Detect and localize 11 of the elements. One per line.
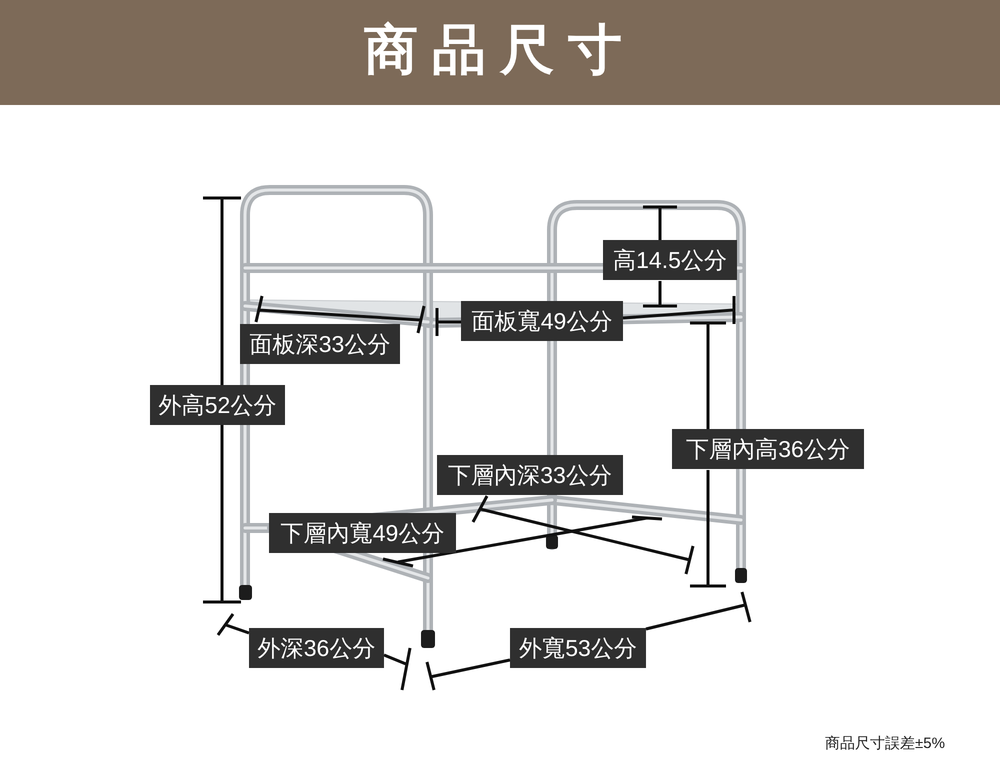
dimension-label: 下層內高36公分 — [672, 429, 864, 469]
dimension-label: 下層內寬49公分 — [269, 513, 456, 553]
dimension-label: 面板寬49公分 — [461, 301, 623, 341]
note-text: 商品尺寸誤差±5% — [825, 735, 945, 753]
dimension-label: 外寬53公分 — [510, 628, 646, 668]
dimension-label: 外深36公分 — [249, 628, 384, 668]
title: 商品尺寸 — [363, 19, 637, 82]
dimension-label: 高14.5公分 — [603, 240, 737, 280]
dimension-label: 外高52公分 — [150, 385, 285, 425]
dimension-label: 面板深33公分 — [240, 324, 400, 364]
dimension-label: 下層內深33公分 — [437, 455, 623, 495]
